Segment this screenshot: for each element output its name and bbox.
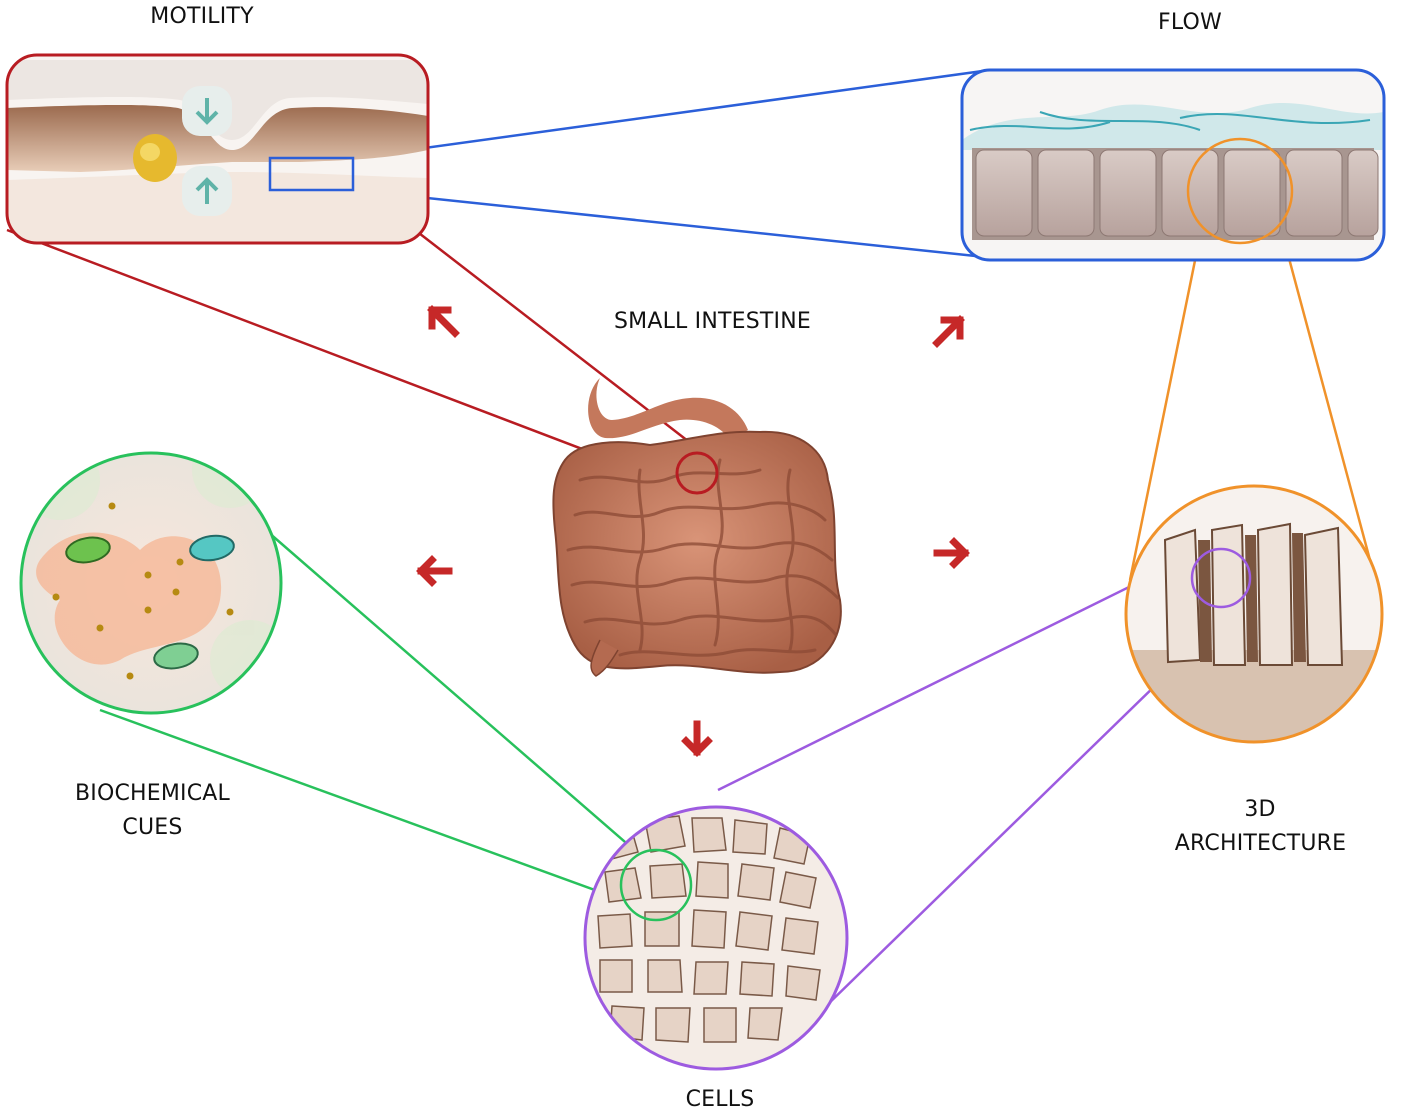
biochemical-label-line1: BIOCHEMICAL [74,781,231,806]
motility-connector-left [6,228,683,489]
flow-panel [960,68,1386,262]
flow-connector-top [351,68,991,160]
arrow-to-architecture-icon [933,537,970,569]
small-intestine-illustration [552,378,842,677]
cells-frame [583,805,849,1071]
arrow-to-biochemical-icon [416,555,453,587]
cells-panel [583,805,849,1071]
connector-lines [6,68,1380,1011]
architecture-zoom-circle [1186,137,1294,245]
arrow-to-motility-icon [427,305,460,338]
flow-frame [960,68,1386,262]
direction-arrows [416,305,970,757]
small-intestine-label: SMALL INTESTINE [613,309,812,334]
biochemical-connector-bottom [99,708,637,907]
biochemical-connector-top [267,531,641,856]
biochemical-zoom-circle [619,848,693,922]
motility-panel [5,53,430,245]
architecture-frame [1124,484,1384,744]
cells-zoom-circle [1190,547,1252,609]
biochemical-label-line2: CUES [122,815,183,840]
biochemical-panel [19,451,283,715]
motility-zoom-circle [675,451,719,495]
motility-frame [5,53,430,245]
architecture-panel [1124,484,1384,744]
biochemical-frame [19,451,283,715]
cells-connector-left [717,551,1199,792]
architecture-connector-left [1128,235,1202,581]
motility-label: MOTILITY [150,4,254,29]
flow-label: FLOW [1158,10,1222,35]
architecture-label-line1: 3D [1244,797,1276,822]
flow-connector-bottom [351,188,986,259]
architecture-connector-right [1281,235,1380,591]
arrow-to-cells-icon [681,720,713,757]
arrow-to-flow-icon [932,315,965,348]
cells-label: CELLS [685,1087,755,1112]
architecture-label-line2: ARCHITECTURE [1174,831,1347,856]
flow-zoom-box [268,156,355,192]
